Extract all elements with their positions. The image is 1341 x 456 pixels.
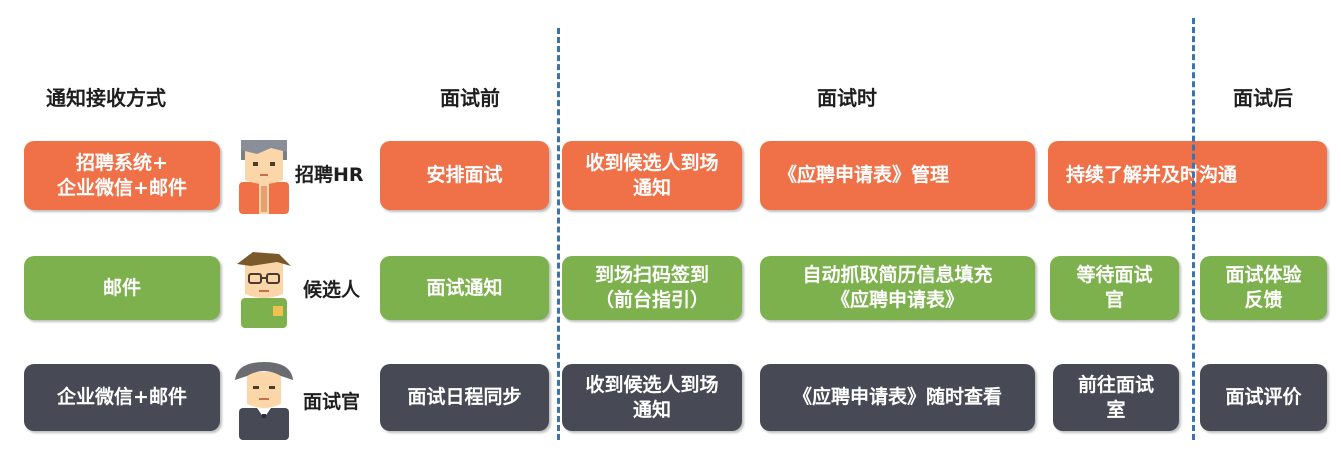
phase-divider-during-after [1192,18,1195,440]
interviewer-avatar-icon [235,362,293,440]
interviewer-before-task: 面试日程同步 [380,364,549,431]
interviewer-during-task-3: 前往面试 室 [1053,364,1179,431]
hr-during-task-1: 收到候选人到场 通知 [562,141,742,210]
interviewer-during-task-2: 《应聘申请表》随时查看 [760,364,1035,431]
interviewer-during-task-1: 收到候选人到场 通知 [562,364,742,431]
interviewer-after-task: 面试评价 [1200,364,1327,431]
candidate-during-task-2: 自动抓取简历信息填充 《应聘申请表》 [760,256,1035,320]
candidate-role-label: 候选人 [303,279,361,301]
header-during-interview: 面试时 [817,86,877,110]
hr-role-label: 招聘HR [295,164,364,186]
candidate-during-task-3: 等待面试 官 [1050,256,1179,320]
hr-avatar-icon [239,140,289,214]
candidate-notify-method: 邮件 [24,256,220,320]
candidate-after-task: 面试体验 反馈 [1200,256,1327,320]
candidate-before-task: 面试通知 [380,256,549,320]
hr-before-task: 安排面试 [380,141,549,210]
candidate-during-task-1: 到场扫码签到 （前台指引） [562,256,742,320]
header-notify-method: 通知接收方式 [46,86,166,110]
interviewer-role-label: 面试官 [303,391,361,413]
hr-during-task-2: 《应聘申请表》管理 [760,141,1035,210]
header-after-interview: 面试后 [1233,86,1293,110]
phase-divider-before-during [557,28,560,440]
hr-continuous-task: 持续了解并及时沟通 [1048,141,1327,210]
candidate-avatar-icon [237,252,291,328]
hr-notify-method: 招聘系统+ 企业微信+邮件 [24,141,220,210]
interviewer-notify-method: 企业微信+邮件 [24,364,220,431]
header-before-interview: 面试前 [440,86,500,110]
